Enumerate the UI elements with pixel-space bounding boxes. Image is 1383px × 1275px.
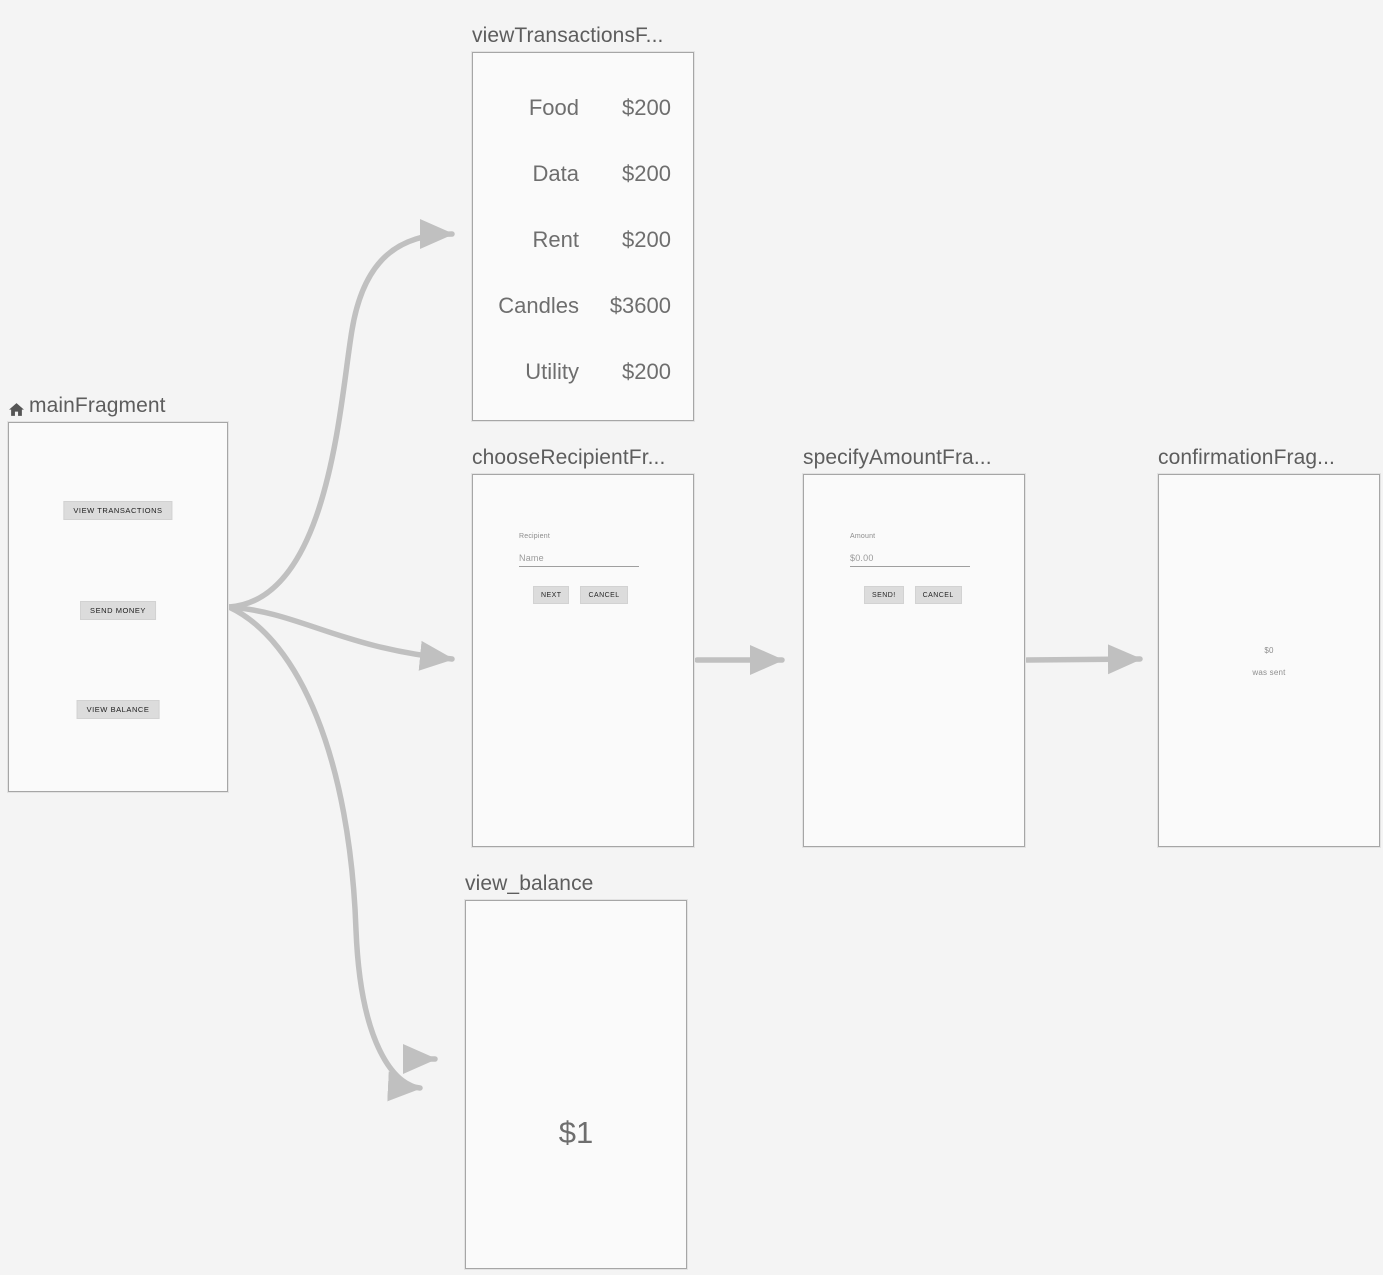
node-specify-amount-fragment[interactable]: specifyAmountFra... Amount $0.00 SEND! C…: [803, 446, 1025, 847]
transaction-amount: $200: [622, 161, 671, 186]
transaction-list: Food $200 Data $200 Rent $200 Candles $3…: [473, 75, 693, 405]
balance-amount: $1: [558, 1115, 594, 1150]
confirmation-status-text: was sent: [1252, 668, 1286, 677]
transaction-category: Food: [528, 95, 579, 120]
amount-form: Amount $0.00 SEND! CANCEL: [850, 533, 990, 604]
node-frame-choose-recipient: Recipient Name NEXT CANCEL: [472, 474, 694, 847]
view-transactions-button[interactable]: VIEW TRANSACTIONS: [63, 501, 173, 520]
node-view-transactions-fragment[interactable]: viewTransactionsF... Food $200 Data $200…: [472, 24, 694, 421]
edge-main-to-transactions: [226, 219, 455, 610]
edge-main-to-recipient: [226, 604, 455, 671]
node-frame-view-balance: $1: [465, 900, 687, 1269]
edge-amount-to-confirmation: [1024, 644, 1143, 675]
node-confirmation-fragment[interactable]: confirmationFrag... $0 was sent: [1158, 446, 1380, 847]
transaction-amount: $200: [622, 227, 671, 252]
confirmation-amount: $0: [1264, 646, 1274, 655]
node-title-main-fragment: mainFragment: [8, 394, 166, 418]
send-money-button[interactable]: SEND MONEY: [80, 601, 156, 620]
recipient-form: Recipient Name NEXT CANCEL: [519, 533, 659, 604]
next-button[interactable]: NEXT: [533, 586, 570, 604]
node-title-confirmation: confirmationFrag...: [1158, 446, 1335, 470]
node-main-fragment[interactable]: mainFragment VIEW TRANSACTIONS SEND MONE…: [8, 394, 228, 792]
recipient-form-buttons: NEXT CANCEL: [519, 586, 659, 604]
send-button[interactable]: SEND!: [864, 586, 904, 604]
recipient-name-input[interactable]: Name: [519, 553, 639, 567]
node-title-text: chooseRecipientFr...: [472, 446, 666, 469]
table-row: Data $200: [473, 141, 693, 207]
node-view-balance[interactable]: view_balance $1: [465, 872, 687, 1269]
cancel-button[interactable]: CANCEL: [914, 586, 962, 604]
node-title-text: view_balance: [465, 872, 594, 895]
node-title-text: specifyAmountFra...: [803, 446, 992, 469]
node-title-view-transactions: viewTransactionsF...: [472, 24, 663, 48]
node-title-text: confirmationFrag...: [1158, 446, 1335, 469]
node-title-text: mainFragment: [29, 394, 166, 417]
amount-form-buttons: SEND! CANCEL: [850, 586, 990, 604]
transaction-category: Candles: [498, 293, 579, 318]
transaction-category: Rent: [532, 227, 579, 252]
table-row: Candles $3600: [473, 273, 693, 339]
node-choose-recipient-fragment[interactable]: chooseRecipientFr... Recipient Name NEXT…: [472, 446, 694, 847]
node-title-text: viewTransactionsF...: [472, 24, 664, 47]
transaction-amount: $3600: [609, 293, 671, 318]
confirmation-message-box: $0 was sent: [1159, 646, 1379, 677]
transaction-category: Data: [532, 161, 579, 186]
transaction-category: Utility: [525, 359, 579, 384]
node-frame-specify-amount: Amount $0.00 SEND! CANCEL: [803, 474, 1025, 847]
transaction-amount: $200: [622, 359, 671, 384]
amount-field-label: Amount: [850, 533, 876, 540]
table-row: Utility $200: [473, 339, 693, 405]
node-frame-main-fragment: VIEW TRANSACTIONS SEND MONEY VIEW BALANC…: [8, 422, 228, 792]
edge-main-to-balance: [226, 604, 423, 1102]
view-balance-button[interactable]: VIEW BALANCE: [76, 700, 160, 719]
node-title-view-balance: view_balance: [465, 872, 593, 896]
table-row: Food $200: [473, 75, 693, 141]
home-icon: [8, 400, 25, 417]
transaction-amount: $200: [622, 95, 671, 120]
amount-input[interactable]: $0.00: [850, 553, 970, 567]
node-title-choose-recipient: chooseRecipientFr...: [472, 446, 665, 470]
cancel-button[interactable]: CANCEL: [580, 586, 628, 604]
node-frame-confirmation: $0 was sent: [1158, 474, 1380, 847]
node-frame-view-transactions: Food $200 Data $200 Rent $200 Candles $3…: [472, 52, 694, 421]
table-row: Rent $200: [473, 207, 693, 273]
recipient-field-label: Recipient: [519, 533, 550, 540]
node-title-specify-amount: specifyAmountFra...: [803, 446, 992, 470]
